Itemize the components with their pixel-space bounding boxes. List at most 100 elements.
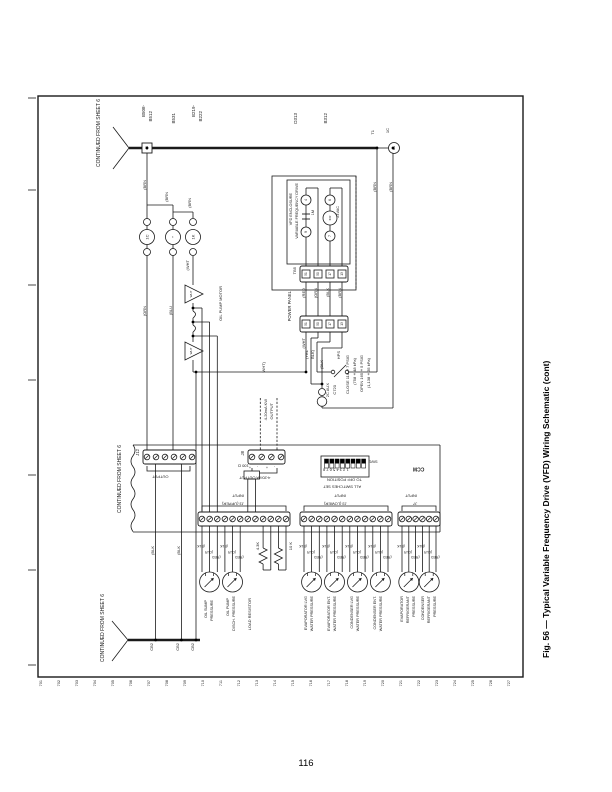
label-yelA: (YEL [304,350,309,359]
tb5-terminal [325,269,335,279]
contactor-circle [139,229,155,245]
label-el2: WATER PRESSURE [310,596,314,632]
label-j8: J8 [240,451,245,456]
label-cl1: CLOSE 110±7 PSIG [345,355,350,394]
hps-contact [330,369,336,375]
hps-blade [333,364,347,378]
wire-color-label: (CLR [352,549,361,554]
ruler-number: 718 [345,680,349,687]
tb5-terminal-number: 50 [316,272,320,276]
tb5-terminal [301,269,311,279]
dip-switch-toggle [324,459,329,464]
label-cl2: (758±48 kPa) [352,358,357,385]
label-ornA: (ORN [142,306,147,317]
j3u-terminal-slash [253,516,258,522]
j3u-terminal-slash [268,516,273,522]
j8-terminal-slash [259,454,264,460]
j3l-strip [299,511,393,527]
label-d313: D313 [293,113,298,124]
wire-color-label: (RED [212,554,221,559]
relay-circle [322,210,338,226]
dip-switch-toggle [345,459,350,464]
label-in3: INPUT [405,493,417,499]
j8-bracket [251,468,278,474]
vfd-circle-label: 4 [304,199,308,201]
j12-terminal-slash [162,454,168,460]
wire-color-label: (CLR [227,549,236,554]
j12-strip [142,449,197,465]
load-resistor-100ohm [243,470,260,480]
tb5-terminal-number: 17 [328,272,332,276]
ruler-number: 720 [381,680,385,687]
label-note2: ALL SWITCHES SET [323,484,362,490]
j3u-terminal-slash [215,516,220,522]
j3l-terminal-slash [347,516,352,522]
label-b531: B531 [171,113,176,124]
label-j12: J12 [135,449,140,456]
j3u-terminal-slash [207,516,212,522]
label-p4: - [274,464,276,469]
ruler-number: 703 [75,680,79,687]
label-c720: C720 [332,385,337,395]
label-j3l: J3 (LOWER) [324,501,347,507]
aux-contact-circle [169,218,177,226]
ruler-number: 724 [453,680,457,687]
continuation-chevron [111,620,129,662]
label-in1: INPUT [232,493,244,499]
ruler-number: 713 [255,680,259,687]
label-er2: REFRIGERANT [406,596,410,624]
label-p2: - [257,464,259,469]
label-out2: 4-20mA OUTPUT [239,475,271,481]
junction-dot [191,320,195,324]
j3l-terminal-slash [340,516,345,522]
dip-switch-toggle [335,459,340,464]
aux-contact-circle [143,248,151,256]
j3l-terminal-slash [378,516,383,522]
label-brnD: (BRN [337,288,342,298]
tb5-terminal [337,269,347,279]
ruler-number: 715 [291,680,295,687]
label-brnA: (BRN [142,180,147,190]
label-ohm: 100 Ω [238,463,249,469]
wire-color-label: (BLK [197,543,205,548]
transducer-arrowhead [358,578,362,581]
contactor-label: 1K [191,234,196,239]
wire-color-label: (RED [235,554,244,559]
label-b312: B312 [323,113,328,124]
resistor-zigzag [273,547,284,565]
transducer-arrowhead [409,578,413,581]
vfd-circle [324,194,336,206]
label-dipnums: 1 2 3 4 5 6 7 8 [323,467,349,473]
label-b222: B222 [198,111,203,122]
label-j3u: J3 (UPPER) [222,501,244,507]
transducer-arrowhead [430,578,434,581]
label-cb2c: CB2 [190,643,195,651]
label-whtB: (WHT [301,338,306,349]
power-panel-terminal-number: 17 [328,322,332,326]
j3l-terminal-slash [317,516,322,522]
motor-lead-triangle [184,341,204,361]
ruler-number: 707 [147,680,151,687]
label-clv2: WATER PRESSURE [356,596,360,632]
label-contB: CONTINUED FROM SHEET 6 [100,594,106,662]
junction-dot [304,370,308,374]
ruler-number: 705 [111,680,115,687]
ruler-number: 712 [237,680,241,687]
label-cl4: (1,138±35 kPa) [366,358,371,389]
label-cl3: OPEN 165±5 PSIG [359,355,364,393]
ruler-number: 710 [201,680,205,687]
label-brnE: (BRN [372,182,377,192]
vfd-circle [324,230,336,242]
tb5-strip [299,265,349,283]
label-ccm: CCM [413,465,425,472]
sw1-box [320,455,370,478]
label-ee2: WATER PRESSURE [333,596,337,632]
ruler-number: 711 [219,680,223,687]
ruler-number: 709 [183,680,187,687]
junction-dot [391,146,395,150]
transducer-arrowhead [210,578,214,581]
label-bluA: (BLU [168,306,173,316]
j3l-terminal-slash [332,516,337,522]
j3u-terminal-slash [199,516,205,522]
